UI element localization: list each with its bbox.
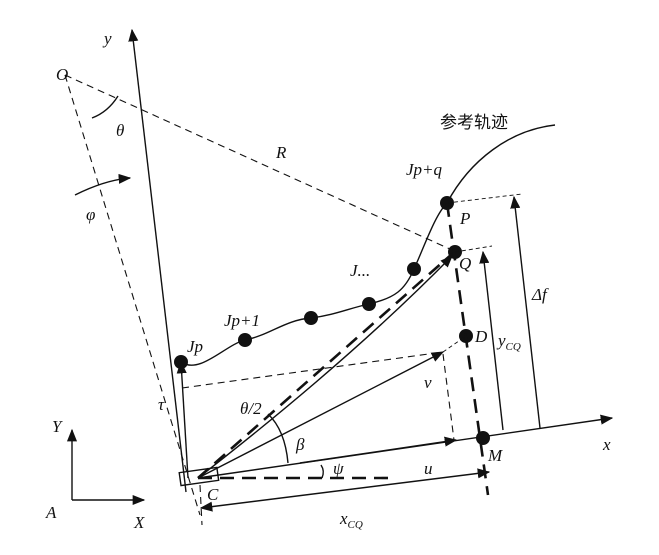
y-cq-label: yCQ bbox=[496, 331, 521, 353]
trajectory-label: 参考轨迹 bbox=[440, 113, 508, 133]
x-cq-label: xCQ bbox=[339, 509, 363, 531]
point-P-label: P bbox=[459, 209, 470, 228]
x-axis-label: x bbox=[602, 435, 611, 454]
phi-arrow bbox=[74, 173, 132, 196]
y-axis bbox=[128, 28, 187, 493]
Jdots-label: J... bbox=[350, 261, 370, 280]
c-q-dashed-line bbox=[197, 253, 453, 479]
radius-line bbox=[64, 74, 453, 251]
frame-X-label: X bbox=[133, 513, 145, 532]
point-O-label: O bbox=[56, 65, 68, 84]
tau-label: τ bbox=[158, 395, 165, 414]
theta-half-label: θ/2 bbox=[240, 399, 262, 418]
point-D-label: D bbox=[474, 327, 488, 346]
theta-label: θ bbox=[116, 121, 124, 140]
q-extension bbox=[454, 245, 493, 253]
point-M-label: M bbox=[487, 446, 503, 465]
beta-label: β bbox=[295, 435, 305, 454]
Jp1-label: Jp+1 bbox=[224, 311, 260, 330]
c-extension bbox=[199, 484, 203, 526]
Jpq-label: Jp+q bbox=[406, 160, 443, 179]
phi-label: φ bbox=[86, 205, 95, 224]
psi-label: ψ bbox=[333, 459, 344, 478]
delta-f-label: Δf bbox=[531, 285, 549, 304]
v-u-dashed bbox=[442, 353, 455, 441]
x-cq-dimension bbox=[199, 468, 491, 512]
frame-A-label: A bbox=[45, 503, 57, 522]
v-label: v bbox=[424, 373, 432, 392]
point-C-label: C bbox=[207, 485, 219, 504]
tau-v-dashed bbox=[181, 351, 444, 389]
trajectory-points bbox=[174, 196, 490, 445]
point-Q-label: Q bbox=[459, 254, 471, 273]
Jp-label: Jp bbox=[187, 337, 203, 356]
theta-arc bbox=[91, 95, 119, 119]
v-d-dotted bbox=[442, 335, 467, 353]
p-m-line bbox=[445, 202, 490, 496]
frame-Y-label: Y bbox=[52, 417, 63, 436]
tau-arrow bbox=[176, 360, 189, 479]
R-label: R bbox=[275, 143, 287, 162]
c-v-line bbox=[197, 351, 445, 479]
y-cq-arrow bbox=[479, 250, 504, 431]
c-q-arc bbox=[197, 255, 453, 479]
theta-half-arc bbox=[267, 413, 289, 464]
p-extension bbox=[446, 193, 523, 204]
u-label: u bbox=[424, 459, 433, 478]
delta-f-arrow bbox=[510, 195, 541, 429]
psi-arc bbox=[320, 464, 324, 479]
y-axis-label: y bbox=[102, 29, 112, 48]
u-arrow bbox=[299, 436, 458, 464]
o-to-c-dashed-line bbox=[64, 74, 201, 516]
